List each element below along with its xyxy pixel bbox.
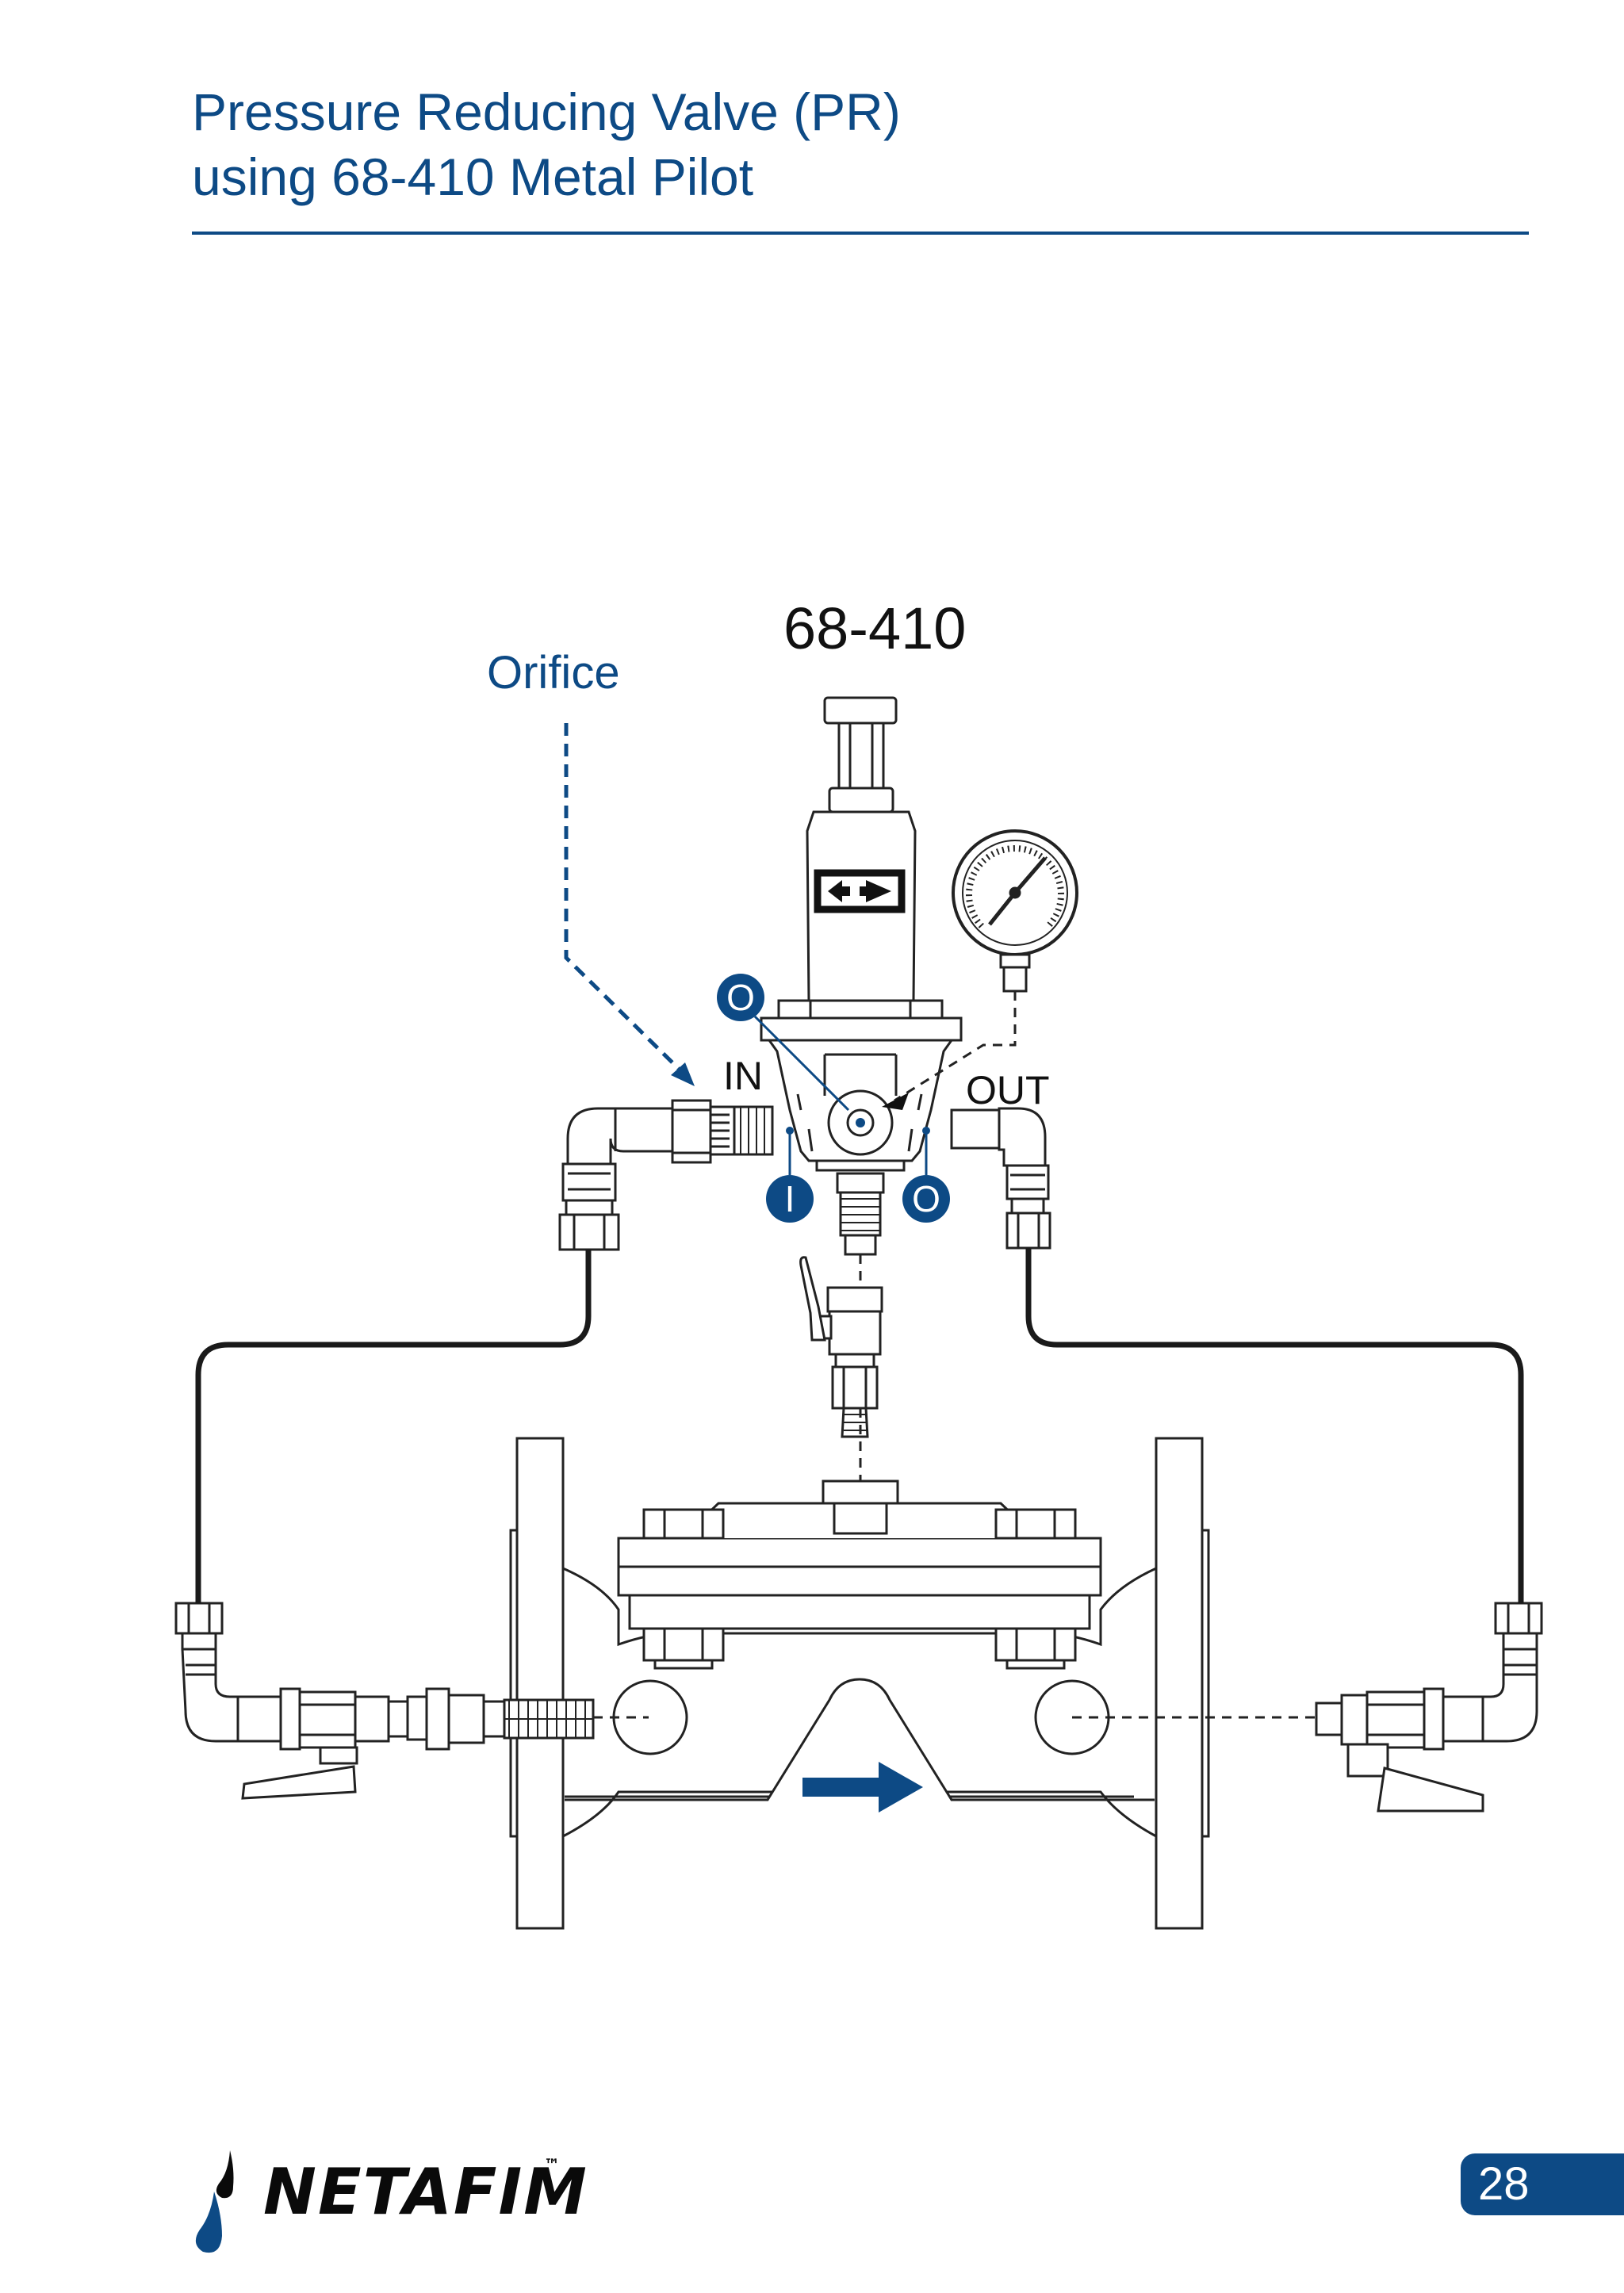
vertical-connector bbox=[799, 1172, 885, 1438]
right-lower-assembly bbox=[1315, 1602, 1543, 1813]
port-in-label: I bbox=[785, 1178, 795, 1219]
pressure-gauge bbox=[952, 829, 1078, 993]
pilot-valve bbox=[760, 696, 963, 1172]
orifice-label: Orifice bbox=[487, 647, 620, 699]
arrow-to-pilot bbox=[882, 1093, 909, 1110]
left-lower-assembly bbox=[174, 1602, 595, 1800]
page-number-tab: 28 bbox=[1461, 2153, 1624, 2215]
outlet-fittings bbox=[950, 1107, 1051, 1250]
port-out-label: O bbox=[912, 1178, 940, 1219]
inlet-fittings bbox=[558, 1099, 774, 1251]
page-title: Pressure Reducing Valve (PR) using 68-41… bbox=[192, 79, 901, 209]
title-line-2: using 68-410 Metal Pilot bbox=[192, 147, 754, 206]
title-divider bbox=[192, 232, 1529, 235]
flow-direction-arrow bbox=[802, 1762, 923, 1813]
netafim-logo: NETAFIM ™ bbox=[190, 2141, 603, 2260]
port-callouts: O I O bbox=[717, 974, 950, 1223]
trademark-symbol: ™ bbox=[544, 2155, 560, 2174]
orifice-pointer bbox=[564, 723, 695, 1086]
port-top-label: O bbox=[726, 977, 755, 1018]
model-label: 68-410 bbox=[783, 595, 966, 661]
outlet-label: OUT bbox=[966, 1068, 1050, 1112]
control-tubing bbox=[195, 1248, 1524, 1603]
page-number: 28 bbox=[1478, 2158, 1530, 2210]
dashed-guides bbox=[593, 991, 1316, 1719]
title-line-1: Pressure Reducing Valve (PR) bbox=[192, 82, 901, 141]
brand-name: NETAFIM bbox=[263, 2155, 588, 2229]
inlet-label: IN bbox=[723, 1054, 763, 1098]
main-valve bbox=[509, 1437, 1210, 1930]
water-drop-icon bbox=[195, 2150, 234, 2253]
